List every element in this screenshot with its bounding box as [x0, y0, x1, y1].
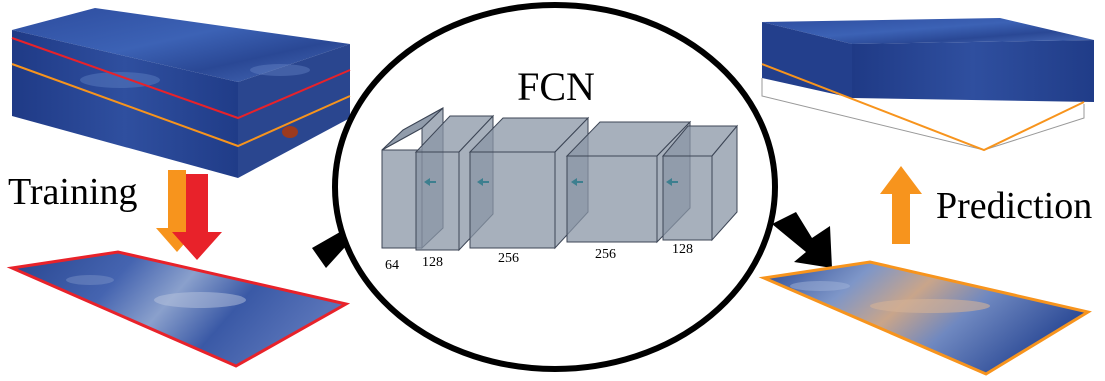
- training-slice: [6, 250, 351, 368]
- hotspot-marker: [282, 126, 298, 138]
- output-arrow: [772, 212, 832, 268]
- layer-label-5: 128: [672, 242, 693, 257]
- prediction-label: Prediction: [936, 185, 1092, 227]
- layer-label-4: 256: [595, 247, 616, 262]
- red-down-arrow: [172, 174, 222, 260]
- layer-label-1: 64: [385, 258, 399, 273]
- training-label: Training: [8, 171, 138, 213]
- prediction-volume-front: [762, 22, 852, 98]
- fcn-network-panel: FCN: [332, 2, 778, 372]
- red-slice-line: [11, 37, 351, 120]
- predicted-slice-line: [761, 63, 1085, 152]
- input-arrow: [312, 232, 346, 268]
- prediction-volume-side: [852, 40, 1094, 102]
- fcn-layer-5: [661, 124, 739, 242]
- training-volume-top: [12, 8, 350, 82]
- prediction-up-arrow: [880, 166, 922, 244]
- prediction-volume-top: [762, 18, 1094, 44]
- training-volume-side: [238, 44, 350, 178]
- fcn-title: FCN: [517, 64, 595, 109]
- fcn-connectors: [424, 178, 678, 186]
- training-arrows: [156, 170, 222, 260]
- layer-label-3: 256: [498, 251, 519, 266]
- layer-label-2: 128: [422, 255, 443, 270]
- prediction-slice: [758, 260, 1092, 376]
- prediction-volume: [761, 18, 1094, 152]
- training-volume: [11, 8, 351, 178]
- orange-slice-line: [11, 63, 351, 148]
